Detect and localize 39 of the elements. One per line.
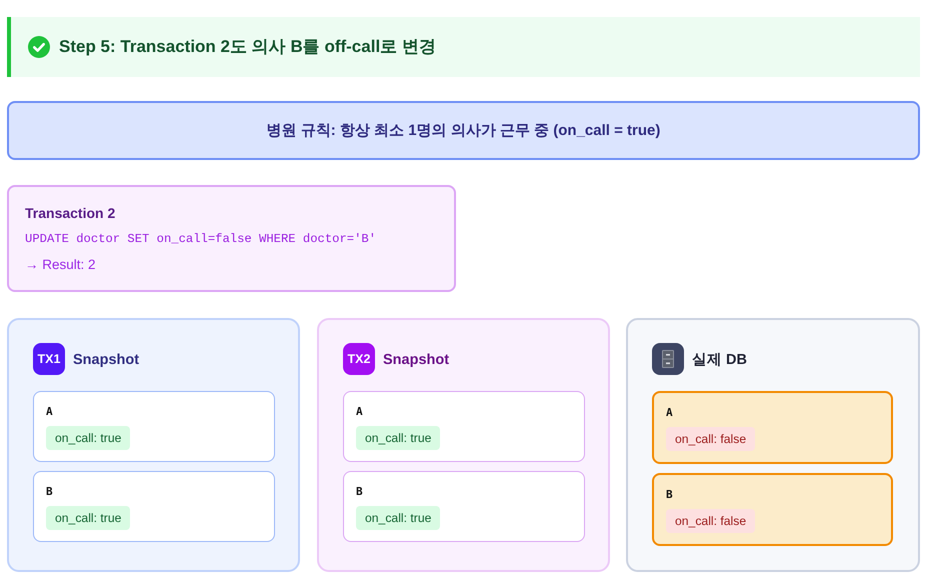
status-text: on_call: true xyxy=(55,431,122,445)
status-text: on_call: true xyxy=(55,511,122,525)
record-key: B xyxy=(666,488,673,502)
snapshot-panel xyxy=(7,318,300,572)
status-text: on_call: true xyxy=(365,431,432,445)
record-key: A xyxy=(46,405,53,419)
sql-statement: UPDATE doctor SET on_call=false WHERE doctor='B' xyxy=(25,232,376,246)
status-pill xyxy=(356,506,440,530)
status-pill xyxy=(46,506,130,530)
status-pill xyxy=(356,426,440,450)
transaction-box xyxy=(7,185,456,292)
record-card xyxy=(343,391,585,462)
record-key: A xyxy=(666,406,673,420)
database-panel xyxy=(626,318,920,572)
panel-title: Snapshot xyxy=(383,351,450,369)
record-card xyxy=(33,391,275,462)
step-title: Step 5: Transaction 2도 의사 B를 off-call로 변경 xyxy=(59,37,436,57)
status-text: on_call: false xyxy=(675,432,746,446)
status-text: on_call: false xyxy=(675,514,746,528)
record-card xyxy=(343,471,585,542)
record-key: B xyxy=(356,485,363,499)
record-card xyxy=(33,471,275,542)
rule-text: 병원 규칙: 항상 최소 1명의 의사가 근무 중 (on_call = true) xyxy=(266,121,662,141)
status-text: on_call: true xyxy=(365,511,432,525)
record-card xyxy=(652,473,893,546)
transaction-badge xyxy=(33,343,65,375)
result-text: → Result: 2 xyxy=(25,257,96,273)
snapshot-panel xyxy=(317,318,610,572)
step-banner xyxy=(7,17,920,77)
record-card xyxy=(652,391,893,464)
panel-title: 실제 DB xyxy=(692,351,747,369)
status-pill xyxy=(46,426,130,450)
transaction-badge xyxy=(343,343,375,375)
transaction-title: Transaction 2 xyxy=(25,204,116,222)
badge-text: TX2 xyxy=(346,351,372,368)
record-key: A xyxy=(356,405,363,419)
record-key: B xyxy=(46,485,53,499)
badge-text: TX1 xyxy=(36,351,62,368)
panel-title: Snapshot xyxy=(73,351,140,369)
